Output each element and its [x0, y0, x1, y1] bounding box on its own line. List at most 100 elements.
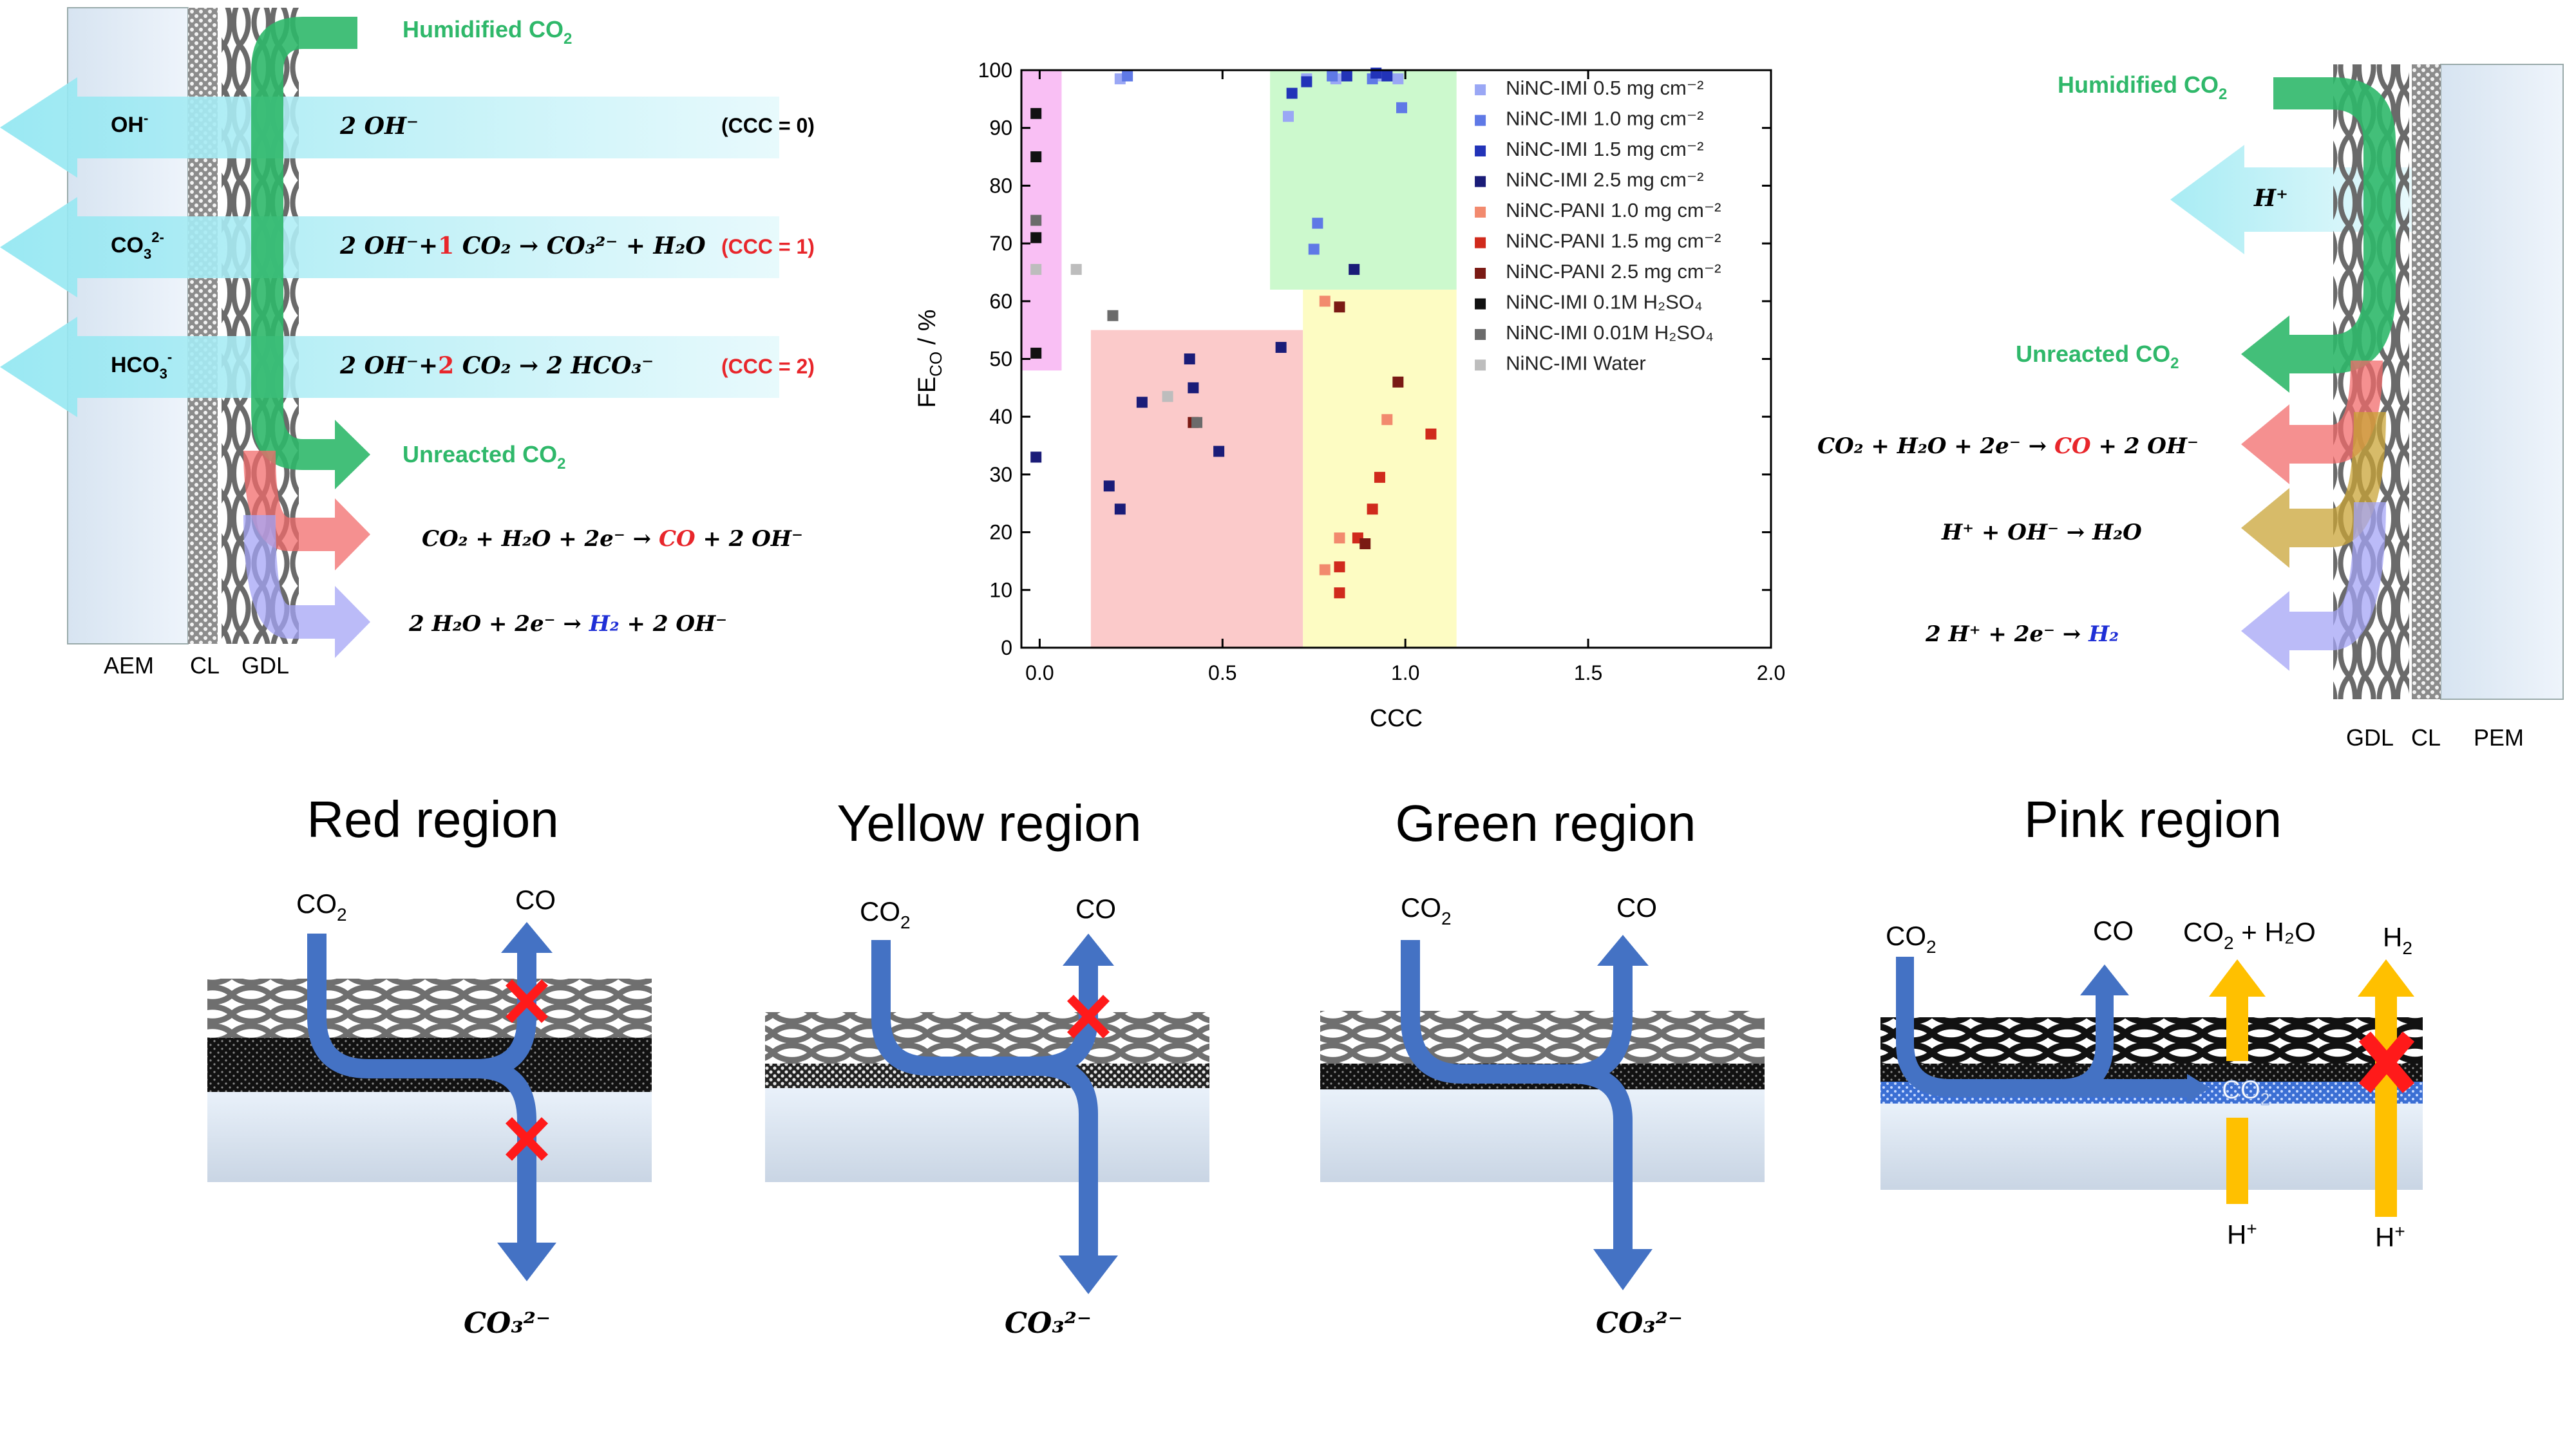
x-tick-label: 0.0: [1025, 661, 1054, 684]
pink-co-label: CO: [2093, 916, 2134, 946]
h2-product-arrow-right: [2241, 502, 2386, 671]
pem-membrane: [2440, 64, 2564, 700]
data-point-series-8: [1191, 417, 1203, 428]
chart-region-red: [1090, 330, 1303, 648]
legend-label: NiNC-IMI 0.1M H₂SO₄: [1506, 291, 1702, 314]
green-co2-label: CO2: [1401, 892, 1452, 928]
x-tick-label: 1.5: [1574, 661, 1602, 684]
data-point-series-2: [1381, 70, 1393, 82]
reaction-carbonate: 2 OH⁻+1 CO₂ → CO₃²⁻ + H₂O: [339, 232, 706, 259]
humidified-co2-label: Humidified CO2: [402, 16, 572, 48]
chart-legend: NiNC-IMI 0.5 mg cm⁻² NiNC-IMI 1.0 mg cm⁻²…: [1475, 77, 1721, 375]
legend-label: NiNC-IMI 1.0 mg cm⁻²: [1506, 108, 1703, 130]
red-co-label: CO: [515, 885, 556, 915]
unreacted-co2-label-right: Unreacted CO2: [2016, 341, 2179, 372]
y-tick-label: 60: [989, 290, 1012, 313]
pink-hplus-bar-1: [2226, 1118, 2248, 1204]
reaction-water-right: H⁺ + OH⁻ → H₂O: [1941, 520, 2142, 545]
data-point-series-2: [1341, 70, 1352, 82]
data-point-series-5: [1425, 428, 1437, 440]
data-point-series-4: [1334, 532, 1345, 544]
y-tick-label: 80: [989, 174, 1012, 197]
green-flow-path: [1401, 940, 1633, 1255]
reaction-co-right: CO₂ + H₂O + 2e⁻ → CO + 2 OH⁻: [1817, 433, 2199, 459]
data-point-series-7: [1030, 232, 1042, 243]
left-panel-aem: OH- CO32- HCO3- Humidified CO2 Unreacted…: [0, 7, 815, 679]
humidified-co2-label-right: Humidified CO2: [2058, 71, 2227, 103]
legend-marker: [1475, 84, 1486, 95]
data-point-series-4: [1319, 564, 1331, 576]
data-point-series-5: [1334, 561, 1345, 572]
data-point-series-0: [1392, 73, 1404, 84]
yellow-co-label: CO: [1075, 894, 1116, 924]
humidified-co2-arrow-right: [2273, 77, 2396, 290]
reaction-oh: 2 OH⁻: [339, 113, 419, 140]
cross-icon: [1066, 995, 1110, 1039]
yellow-co3-label: CO₃²⁻: [1005, 1307, 1092, 1340]
legend-label: NiNC-PANI 1.5 mg cm⁻²: [1506, 230, 1721, 252]
data-point-series-4: [1381, 414, 1393, 426]
ccc-2-label: (CCC = 2): [721, 355, 815, 378]
ccc-0-label: (CCC = 0): [721, 114, 815, 137]
x-tick-label: 0.5: [1208, 661, 1236, 684]
legend-label: NiNC-IMI 2.5 mg cm⁻²: [1506, 169, 1703, 191]
pink-product-arrowhead-1: [2209, 959, 2266, 997]
pink-co2-flow-arrowhead: [2187, 1074, 2210, 1102]
ion-co3-label: CO32-: [111, 229, 164, 262]
pink-embedded-co2-label: CO2: [2222, 1076, 2269, 1109]
pink-catalyst: [1880, 1064, 2423, 1082]
legend-marker: [1475, 329, 1486, 340]
y-tick-label: 70: [989, 232, 1012, 255]
pink-h2-label: H2: [2383, 922, 2412, 958]
legend-marker: [1475, 176, 1486, 187]
red-region-schematic: Red region CO2 CO CO₃²⁻: [207, 791, 652, 1340]
red-co-arrowhead: [501, 922, 553, 953]
chart-shaded-regions: [1021, 70, 1457, 648]
red-flow-path: [307, 934, 536, 1249]
yellow-co3-arrowhead: [1059, 1255, 1118, 1294]
legend-marker: [1475, 207, 1486, 218]
data-point-series-3: [1275, 342, 1287, 353]
yellow-co-arrowhead: [1063, 934, 1114, 966]
data-point-series-6: [1334, 301, 1345, 313]
data-point-series-5: [1334, 587, 1345, 599]
ccc-1-label: (CCC = 1): [721, 235, 815, 258]
red-co3-label: CO₃²⁻: [464, 1307, 551, 1340]
legend-label: NiNC-PANI 1.0 mg cm⁻²: [1506, 199, 1721, 221]
chart-region-pink: [1021, 70, 1062, 371]
data-point-series-2: [1301, 76, 1312, 88]
y-tick-label: 50: [989, 348, 1012, 371]
legend-marker: [1475, 115, 1486, 126]
legend-label: NiNC-IMI Water: [1506, 352, 1646, 375]
pink-membrane: [1880, 1104, 2423, 1190]
label-gdl-right: GDL: [2346, 724, 2394, 751]
y-tick-label: 10: [989, 578, 1012, 601]
reaction-h2-right: 2 H⁺ + 2e⁻ → H₂: [1925, 621, 2119, 647]
data-point-series-0: [1282, 111, 1294, 122]
green-co3-arrowhead: [1593, 1249, 1653, 1290]
legend-marker: [1475, 359, 1486, 371]
pink-region-schematic: Pink region CO2 CO CO2 + H₂O H2 H+ H+ CO…: [1880, 791, 2423, 1252]
unreacted-co2-label: Unreacted CO2: [402, 441, 565, 473]
legend-marker: [1475, 298, 1486, 310]
data-point-series-7: [1030, 348, 1042, 359]
legend-marker: [1475, 268, 1486, 279]
red-gdl: [207, 979, 652, 1038]
legend-label: NiNC-IMI 0.5 mg cm⁻²: [1506, 77, 1703, 99]
x-tick-label: 2.0: [1757, 661, 1785, 684]
yellow-region-title: Yellow region: [837, 795, 1142, 852]
data-point-series-3: [1136, 397, 1148, 408]
x-tick-label: 1.0: [1391, 661, 1419, 684]
y-tick-label: 40: [989, 405, 1012, 428]
data-point-series-5: [1367, 503, 1378, 515]
data-point-series-3: [1188, 382, 1199, 393]
pink-co-branch: [2060, 989, 2114, 1097]
legend-label: NiNC-IMI 0.01M H₂SO₄: [1506, 321, 1714, 344]
green-gdl: [1320, 1011, 1765, 1064]
legend-label: NiNC-PANI 2.5 mg cm⁻²: [1506, 260, 1721, 283]
pink-co2-h2o-label: CO2 + H₂O: [2183, 917, 2316, 953]
data-point-series-9: [1070, 263, 1082, 275]
pink-product-bar-1: [2226, 992, 2248, 1061]
